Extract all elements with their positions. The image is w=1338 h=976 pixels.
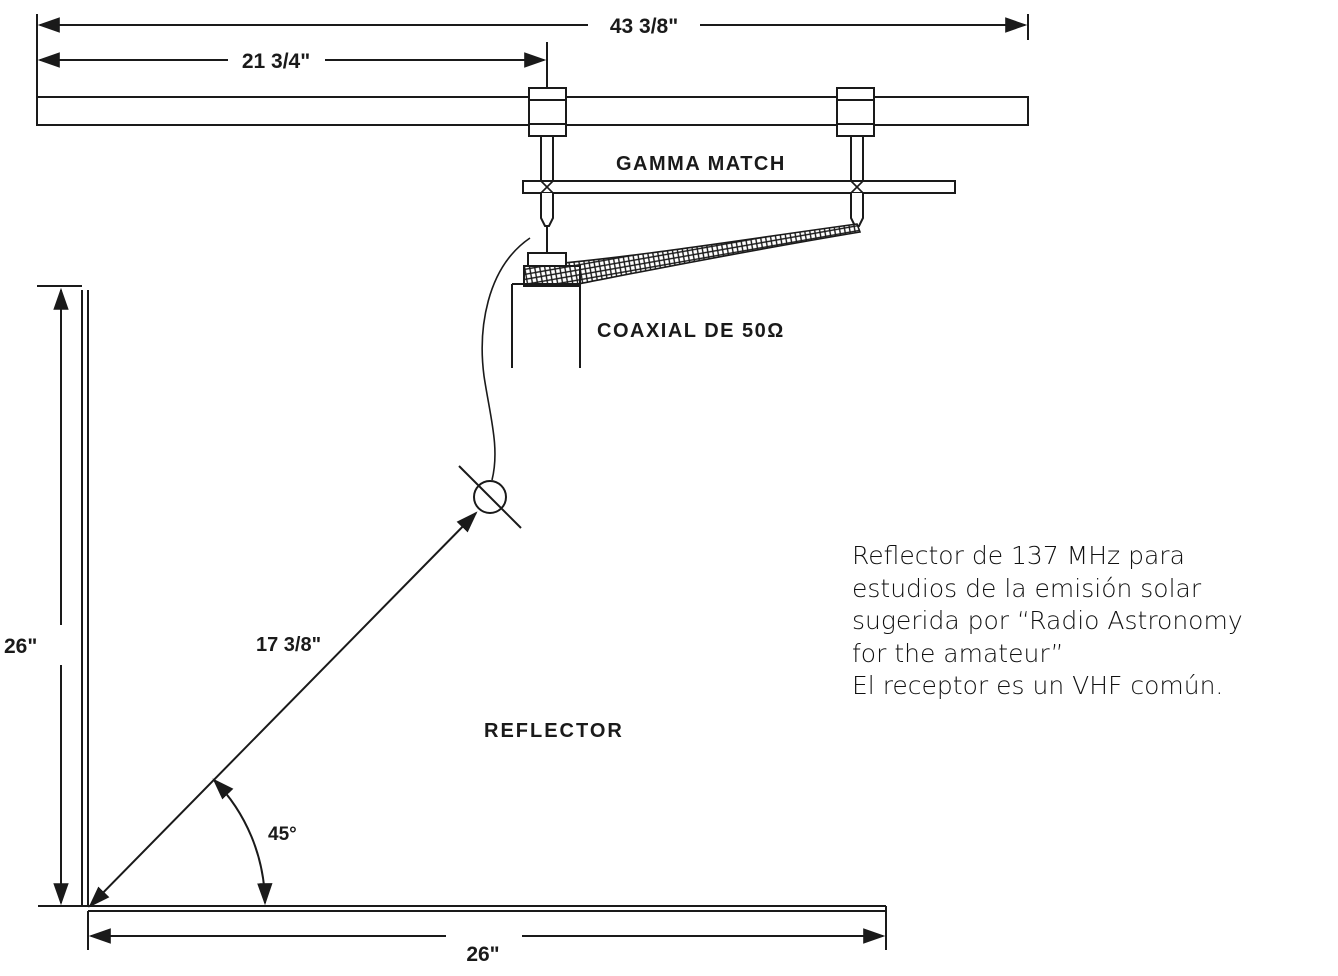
caption-line: for the amateur” [852, 638, 1064, 668]
caption-text: Reflector de 137 MHz para estudios de la… [852, 540, 1322, 703]
diagonal-element [88, 511, 478, 908]
dimension-half-length [37, 42, 548, 90]
coax-connector [511, 252, 581, 368]
label-total-length: 43 3/8" [610, 15, 678, 38]
label-coax: COAXIAL DE 50Ω [597, 320, 785, 342]
label-vertical-length: 26" [4, 635, 37, 658]
caption-line: Reflector de 137 MHz para [852, 541, 1185, 570]
caption-line: El receptor es un VHF común. [852, 671, 1224, 700]
coax-braid [529, 223, 862, 285]
label-gamma-match: GAMMA MATCH [616, 153, 786, 175]
gamma-match-assembly [522, 135, 956, 256]
element-clamp-left [528, 87, 567, 137]
dimension-total-length [36, 14, 1029, 97]
label-half-length: 21 3/4" [242, 50, 310, 73]
label-horizontal-length: 26" [466, 943, 499, 966]
label-angle: 45° [268, 824, 297, 845]
caption-line: sugerida por “Radio Astronomy [852, 606, 1243, 635]
feed-wire [481, 237, 531, 481]
angle-arc [212, 778, 273, 906]
label-reflector: REFLECTOR [484, 720, 624, 742]
reflector-vertical-arm [37, 285, 89, 906]
element-clamp-right [836, 87, 875, 137]
pivot-symbol [458, 465, 522, 529]
label-diagonal-length: 17 3/8" [256, 634, 321, 656]
caption-line: estudios de la emisión solar [852, 573, 1202, 603]
